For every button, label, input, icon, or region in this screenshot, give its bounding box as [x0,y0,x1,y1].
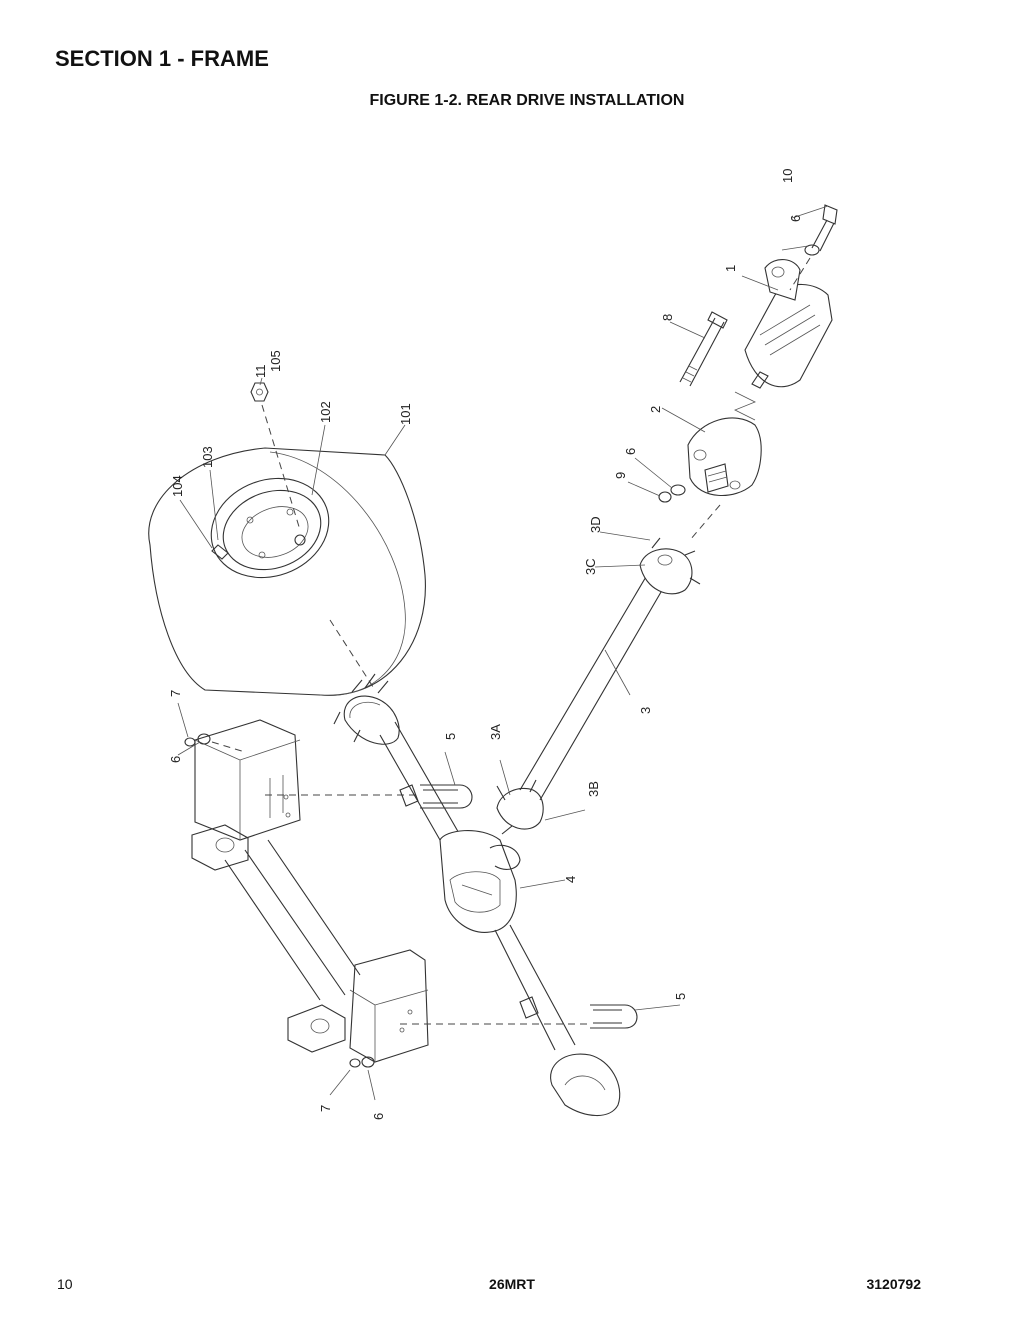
washer-6-top [804,244,820,256]
bolt-8 [679,311,728,387]
callout-105: 105 [268,350,283,372]
u-bolt-top [420,784,473,809]
callout-3a: 3A [488,724,503,740]
nut-9 [658,491,672,503]
frame-crossmember [191,719,429,1063]
callout-1: 1 [723,265,738,272]
callout-6-left: 6 [168,756,183,763]
callout-3c: 3C [583,558,598,575]
rear-axle [333,673,621,1117]
callout-5-top: 5 [443,733,458,740]
cap-screw-10 [811,204,838,252]
callout-104: 104 [170,475,185,497]
drive-motor [744,259,833,389]
washer-6-mid [670,484,686,496]
callout-3b: 3B [586,781,601,797]
callout-102: 102 [318,401,333,423]
callout-2: 2 [648,406,663,413]
callout-7-bottom: 7 [318,1105,333,1112]
callout-5-bottom: 5 [673,993,688,1000]
drive-adapter [687,417,762,496]
document-number: 3120792 [866,1276,921,1292]
drive-shaft [496,537,701,835]
callout-labels: 10 6 1 8 2 6 9 3D 3C 3 3A 3B 5 4 5 7 6 7… [168,169,803,1120]
callout-9: 9 [613,472,628,479]
callout-101: 101 [398,403,413,425]
model-name: 26MRT [489,1276,535,1292]
callout-4: 4 [563,876,578,883]
callout-6-top: 6 [788,215,803,222]
tire-wheel-assembly [148,382,426,696]
callout-11: 11 [253,365,268,379]
callout-103: 103 [200,446,215,468]
callout-8: 8 [660,314,675,321]
section-title: SECTION 1 - FRAME [55,46,269,71]
washer-nut-left-bottom [349,1056,375,1068]
callout-3: 3 [638,707,653,714]
callout-leaders [177,205,829,1101]
page-number: 10 [57,1276,73,1292]
u-bolt-bottom [590,1004,638,1029]
callout-7-top: 7 [168,690,183,697]
callout-3d: 3D [588,516,603,533]
callout-10: 10 [780,169,795,183]
callout-6-bottom: 6 [371,1113,386,1120]
washer-nut-left-top [184,733,246,753]
figure-title: FIGURE 1-2. REAR DRIVE INSTALLATION [369,92,685,109]
callout-6-mid: 6 [623,448,638,455]
